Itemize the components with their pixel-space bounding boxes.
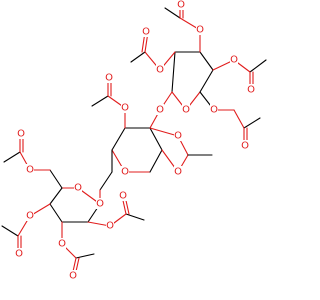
oxygen-atom: O <box>174 167 182 178</box>
oxygen-atom: O <box>182 105 190 116</box>
oxygen-atom: O <box>210 105 218 116</box>
oxygen-atom: O <box>241 141 249 152</box>
oxygen-atom: O <box>156 105 164 116</box>
oxygen-atom: O <box>15 249 23 260</box>
acetoxymethyl-top <box>199 91 261 147</box>
oxygen-atom: O <box>96 199 104 210</box>
oxygen-atom: O <box>156 65 164 76</box>
oxygen-atom: O <box>174 131 182 142</box>
oxygen-atom: O <box>17 129 25 140</box>
oxygen-atom: O <box>26 211 34 222</box>
acetyl-middle <box>91 77 126 129</box>
oxygen-atom: O <box>58 239 66 250</box>
glycosidic-link-bottom <box>99 149 113 205</box>
acetyl-top-left <box>130 31 176 71</box>
oxygen-atom: O <box>69 271 77 282</box>
oxygen-atom: O <box>119 191 127 202</box>
oxygen-atom: O <box>196 25 204 36</box>
oxygen-labels: O O O O O O O O O O O O O O O O O O O O … <box>15 0 255 282</box>
oxygen-atom: O <box>230 55 238 66</box>
acetyl-bottom-center <box>61 221 95 277</box>
oxygen-atom: O <box>105 73 113 84</box>
molecule-structure: O O O O O O O O O O O O O O O O O O O O … <box>1 0 267 282</box>
oxygen-atom: O <box>142 27 150 38</box>
acetyl-top-right <box>212 59 267 91</box>
oxygen-atom: O <box>74 183 82 194</box>
oxygen-atom: O <box>106 221 114 232</box>
oxygen-atom: O <box>121 167 129 178</box>
oxygen-atom: O <box>26 165 34 176</box>
acetoxymethyl-bottom <box>3 133 63 189</box>
oxygen-atom: O <box>177 0 185 11</box>
oxygen-atom: O <box>247 85 255 96</box>
oxygen-atom: O <box>121 103 129 114</box>
middle-pyranose-ring <box>111 127 163 173</box>
